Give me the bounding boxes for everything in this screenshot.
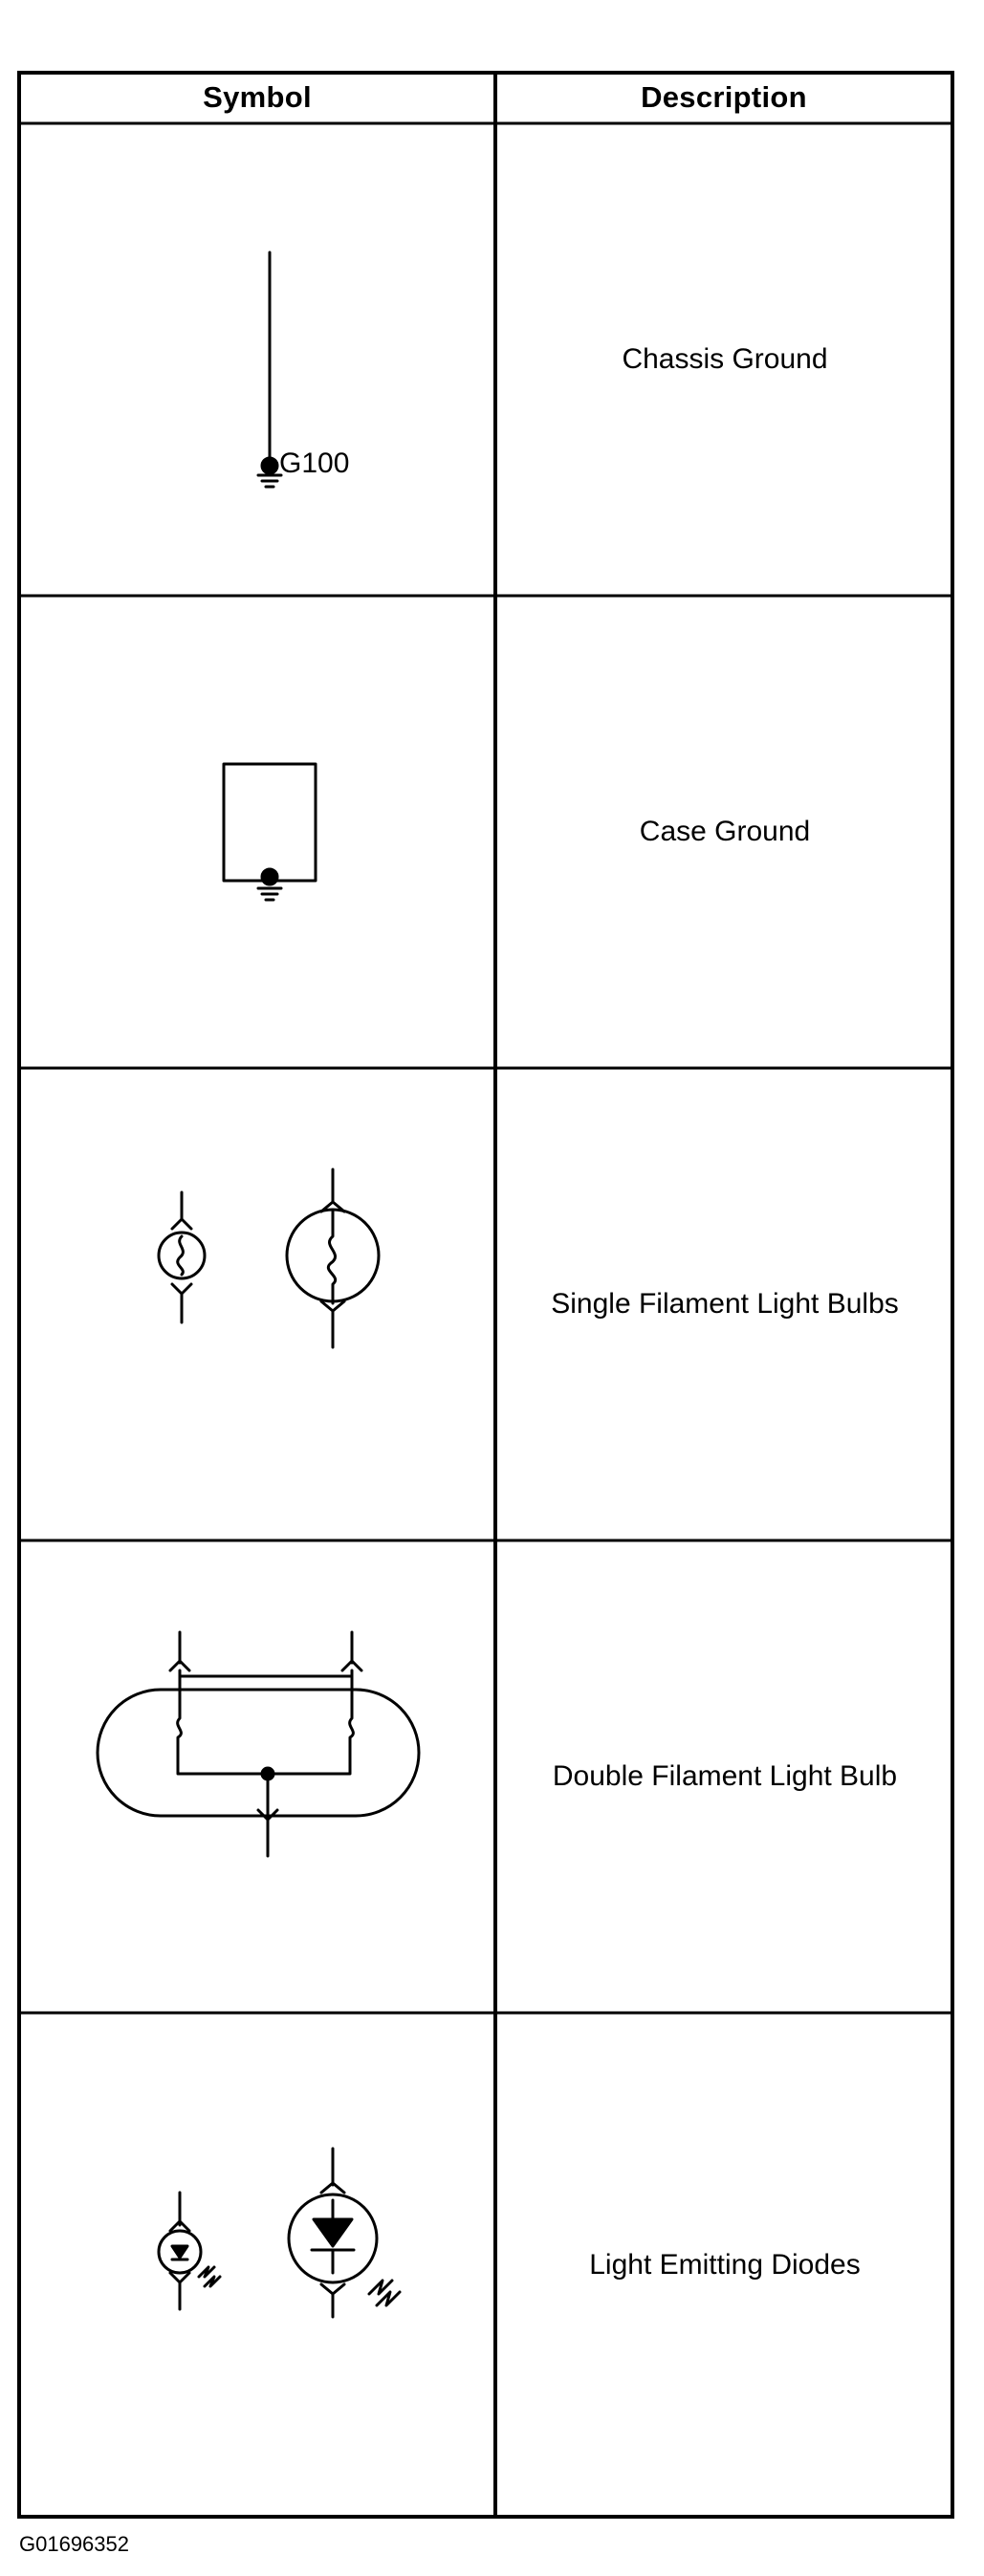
figure-id: G01696352 bbox=[19, 2532, 129, 2556]
ground-label: G100 bbox=[279, 448, 350, 479]
description-cell: Light Emitting Diodes bbox=[589, 2248, 861, 2281]
single-filament-bulb-icon bbox=[157, 1168, 381, 1349]
description-cell: Double Filament Light Bulb bbox=[552, 1760, 898, 1792]
description-cell: Case Ground bbox=[639, 816, 811, 847]
description-cell: Single Filament Light Bulbs bbox=[551, 1288, 899, 1320]
case-ground-icon bbox=[222, 762, 317, 902]
description-cell: Chassis Ground bbox=[622, 343, 828, 375]
chassis-ground-icon bbox=[256, 251, 283, 489]
header-symbol: Symbol bbox=[203, 80, 312, 114]
double-filament-bulb-icon bbox=[96, 1630, 421, 1858]
led-icon bbox=[157, 2147, 402, 2319]
header-description: Description bbox=[641, 80, 807, 114]
